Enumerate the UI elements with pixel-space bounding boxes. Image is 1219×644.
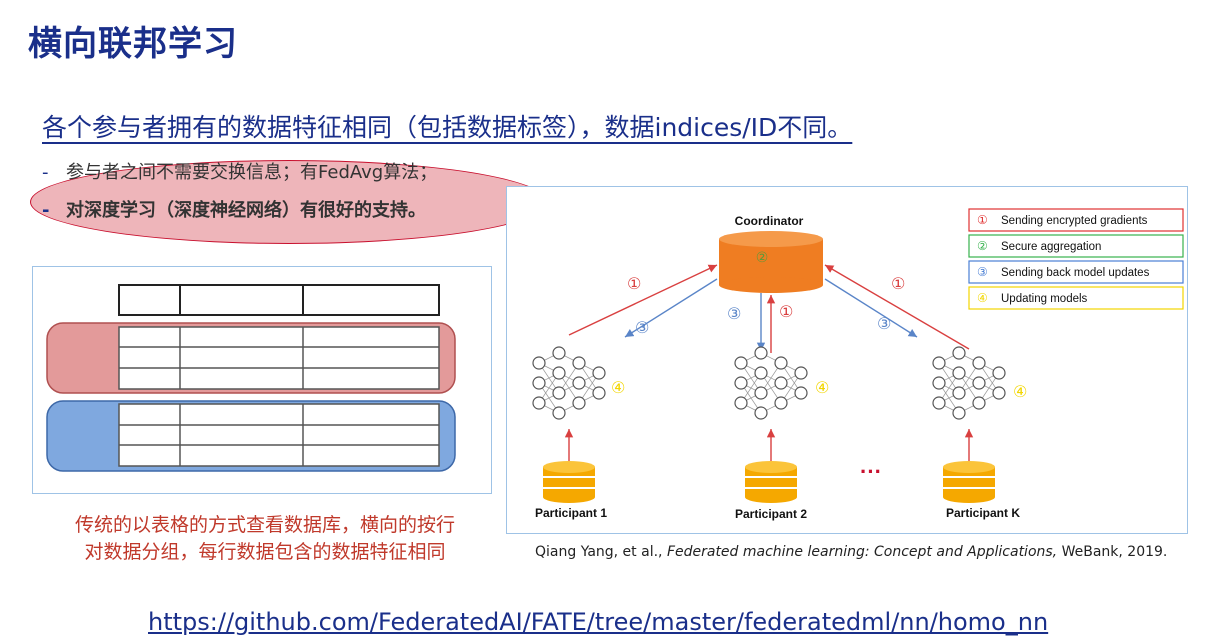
participant-label: Participant 2 [735, 507, 807, 521]
coordinator-badge: ② [756, 249, 769, 265]
step-marker-3: ③ [727, 306, 741, 323]
legend-text: Updating models [1001, 293, 1088, 305]
citation-publisher: WeBank, 2019. [1057, 544, 1168, 560]
ellipsis: ··· [860, 459, 882, 484]
bullet-item: -参与者之间不需要交换信息；有FedAvg算法； [42, 158, 437, 184]
arrows [564, 264, 974, 461]
legend-num: ④ [977, 291, 988, 305]
neural-network-icon [932, 346, 1006, 420]
caption-line: 传统的以表格的方式查看数据库，横向的按行 [74, 514, 455, 536]
table-header [118, 284, 440, 316]
caption-line: 对数据分组，每行数据包含的数据特征相同 [84, 541, 446, 563]
step-marker-4: ④ [611, 380, 625, 397]
citation-paper: Federated machine learning: Concept and … [666, 544, 1058, 560]
step-marker-1: ① [779, 304, 793, 321]
table-illustration [46, 284, 456, 472]
step-marker-3: ③ [877, 316, 891, 333]
row-group-blue [46, 400, 456, 472]
bullet-text: 对深度学习（深度神经网络）有很好的支持。 [66, 200, 426, 221]
participant-label: Participant K [946, 506, 1020, 520]
step-marker-3: ③ [635, 320, 649, 337]
step-marker-4: ④ [1013, 384, 1027, 401]
step-marker-4: ④ [815, 380, 829, 397]
step-marker-1: ① [891, 276, 905, 293]
participant-label: Participant 1 [535, 506, 607, 520]
table-diagram [32, 266, 492, 494]
legend-num: ① [977, 213, 988, 227]
highlight-ellipse [30, 160, 548, 244]
coordinator-label: Coordinator [735, 214, 804, 228]
architecture-diagram: Coordinator ② ① ③ ③ ① ① ③ ④ [532, 208, 1184, 521]
legend-num: ② [977, 239, 988, 253]
database-icon [744, 460, 798, 504]
bullet-dash: - [42, 200, 50, 221]
bullet-dash: - [42, 162, 49, 183]
figure-citation: Qiang Yang, et al., Federated machine le… [535, 544, 1167, 560]
citation-authors: Qiang Yang, et al., [535, 544, 667, 560]
legend-text: Secure aggregation [1001, 241, 1101, 253]
database-icon [542, 460, 596, 504]
database-icon [942, 460, 996, 504]
legend-text: Sending back model updates [1001, 267, 1150, 279]
bullet-item: -对深度学习（深度神经网络）有很好的支持。 [42, 196, 426, 222]
architecture-figure: Coordinator ② ① ③ ③ ① ① ③ ④ [506, 186, 1188, 534]
subtitle: 各个参与者拥有的数据特征相同（包括数据标签），数据indices/ID不同。 [42, 113, 853, 142]
row-group-red [46, 322, 456, 394]
coordinator-server-icon [719, 231, 823, 293]
github-link[interactable]: https://github.com/FederatedAI/FATE/tree… [148, 608, 1049, 636]
legend-num: ③ [977, 265, 988, 279]
neural-network-icon [734, 346, 808, 420]
bullet-text: 参与者之间不需要交换信息；有FedAvg算法； [66, 162, 438, 183]
page-title: 横向联邦学习 [28, 24, 238, 64]
step-marker-1: ① [627, 276, 641, 293]
legend: ① Sending encrypted gradients ② Secure a… [968, 208, 1184, 310]
neural-network-icon [532, 346, 606, 420]
table-caption: 传统的以表格的方式查看数据库，横向的按行 对数据分组，每行数据包含的数据特征相同 [30, 512, 500, 566]
legend-text: Sending encrypted gradients [1001, 215, 1148, 227]
